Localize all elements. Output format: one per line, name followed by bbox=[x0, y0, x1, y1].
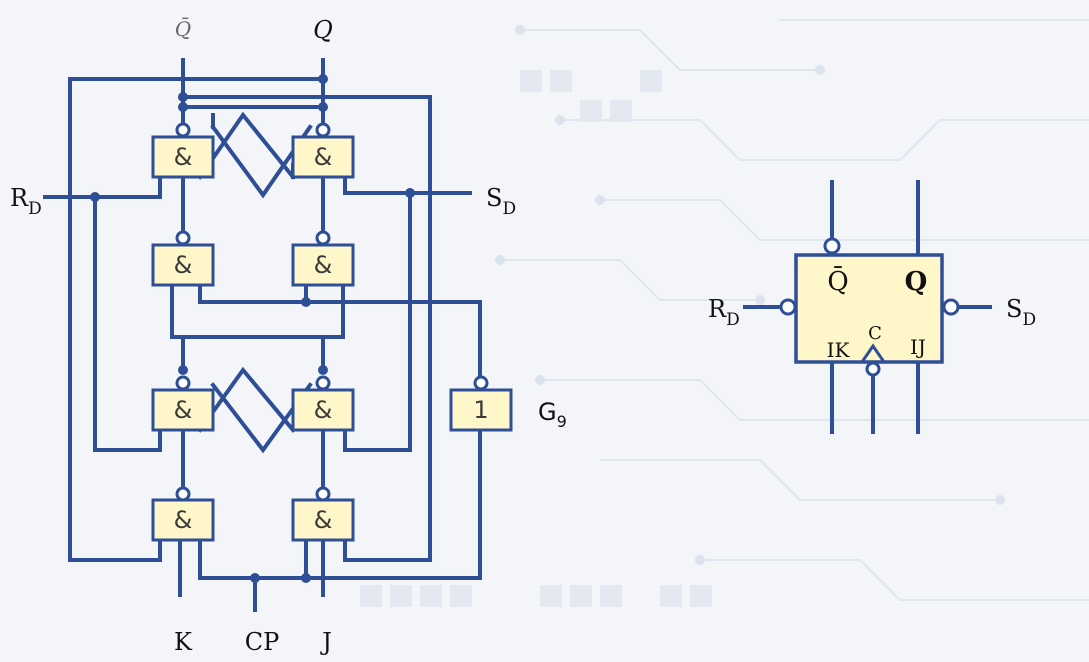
gate-symbol: & bbox=[314, 396, 333, 424]
clock-triangle-icon bbox=[860, 343, 886, 363]
mid-left-wire bbox=[170, 283, 185, 372]
symbol-q-label: Q bbox=[905, 267, 928, 297]
gate-g6: & bbox=[291, 375, 355, 432]
symbol-sd-sub: D bbox=[1022, 310, 1036, 330]
cp-input-wire bbox=[198, 428, 482, 580]
gate-symbol: & bbox=[174, 143, 193, 171]
gate-g3: & bbox=[151, 230, 215, 287]
jk-flipflop-symbol: Q̄ Q C IK IJ RD SD bbox=[708, 180, 1036, 434]
sd-line-down bbox=[343, 191, 412, 452]
qbar-feedback-outer-wire bbox=[181, 95, 432, 562]
rd-line-down bbox=[93, 195, 162, 452]
rd-label: RD bbox=[10, 184, 42, 219]
gate-symbol: 1 bbox=[473, 396, 488, 424]
mid-right-wire bbox=[321, 283, 345, 372]
cp-label: CP bbox=[245, 628, 280, 656]
gate-symbol: & bbox=[174, 396, 193, 424]
q-feedback-outer-wire bbox=[68, 77, 325, 562]
g9-label: G9 bbox=[538, 398, 567, 431]
gate-g1: & bbox=[151, 122, 215, 179]
symbol-ik-label: IK bbox=[827, 338, 851, 362]
symbol-rd-sub: D bbox=[726, 310, 740, 330]
symbol-ij-label: IJ bbox=[910, 335, 926, 359]
g9-label-main: G bbox=[538, 398, 557, 426]
sd-label: SD bbox=[486, 184, 516, 219]
gate-symbol: & bbox=[174, 251, 193, 279]
symbol-qbar-label: Q̄ bbox=[827, 265, 848, 297]
q-label: Q bbox=[313, 16, 333, 44]
gate-symbol: & bbox=[314, 506, 333, 534]
gate-symbol: & bbox=[314, 251, 333, 279]
sd-line bbox=[343, 175, 472, 195]
symbol-sd-bubble bbox=[942, 298, 960, 316]
jk-flipflop-circuit: & & & & & & bbox=[10, 16, 567, 656]
gate-g5: & bbox=[151, 375, 215, 432]
gate-g8: & bbox=[291, 486, 355, 542]
mid-cross-wire bbox=[198, 283, 482, 385]
j-label: J bbox=[319, 628, 332, 656]
symbol-c-bubble bbox=[865, 361, 881, 377]
gate-symbol: & bbox=[174, 506, 193, 534]
rd-label-sub: D bbox=[28, 199, 42, 219]
qbar-label: Q̄ bbox=[175, 16, 191, 41]
rd-label-main: R bbox=[10, 184, 29, 212]
gate-g2: & bbox=[291, 122, 355, 179]
background-decoration bbox=[360, 19, 1089, 607]
symbol-c-label: C bbox=[868, 323, 882, 344]
symbol-rd-main: R bbox=[708, 295, 727, 323]
symbol-sd-label: SD bbox=[1006, 295, 1036, 330]
symbol-sd-main: S bbox=[1006, 295, 1022, 323]
sd-label-sub: D bbox=[502, 199, 516, 219]
symbol-rd-bubble bbox=[779, 298, 797, 316]
g9-label-sub: 9 bbox=[557, 412, 567, 431]
k-label: K bbox=[174, 628, 193, 656]
sd-label-main: S bbox=[486, 184, 502, 212]
gate-g9: 1 bbox=[449, 375, 513, 432]
gate-g7: & bbox=[151, 486, 215, 542]
gate-symbol: & bbox=[314, 143, 333, 171]
rd-line bbox=[43, 175, 162, 199]
gate-g4: & bbox=[291, 230, 355, 287]
symbol-rd-label: RD bbox=[708, 295, 740, 330]
symbol-qbar-bubble bbox=[823, 237, 841, 255]
